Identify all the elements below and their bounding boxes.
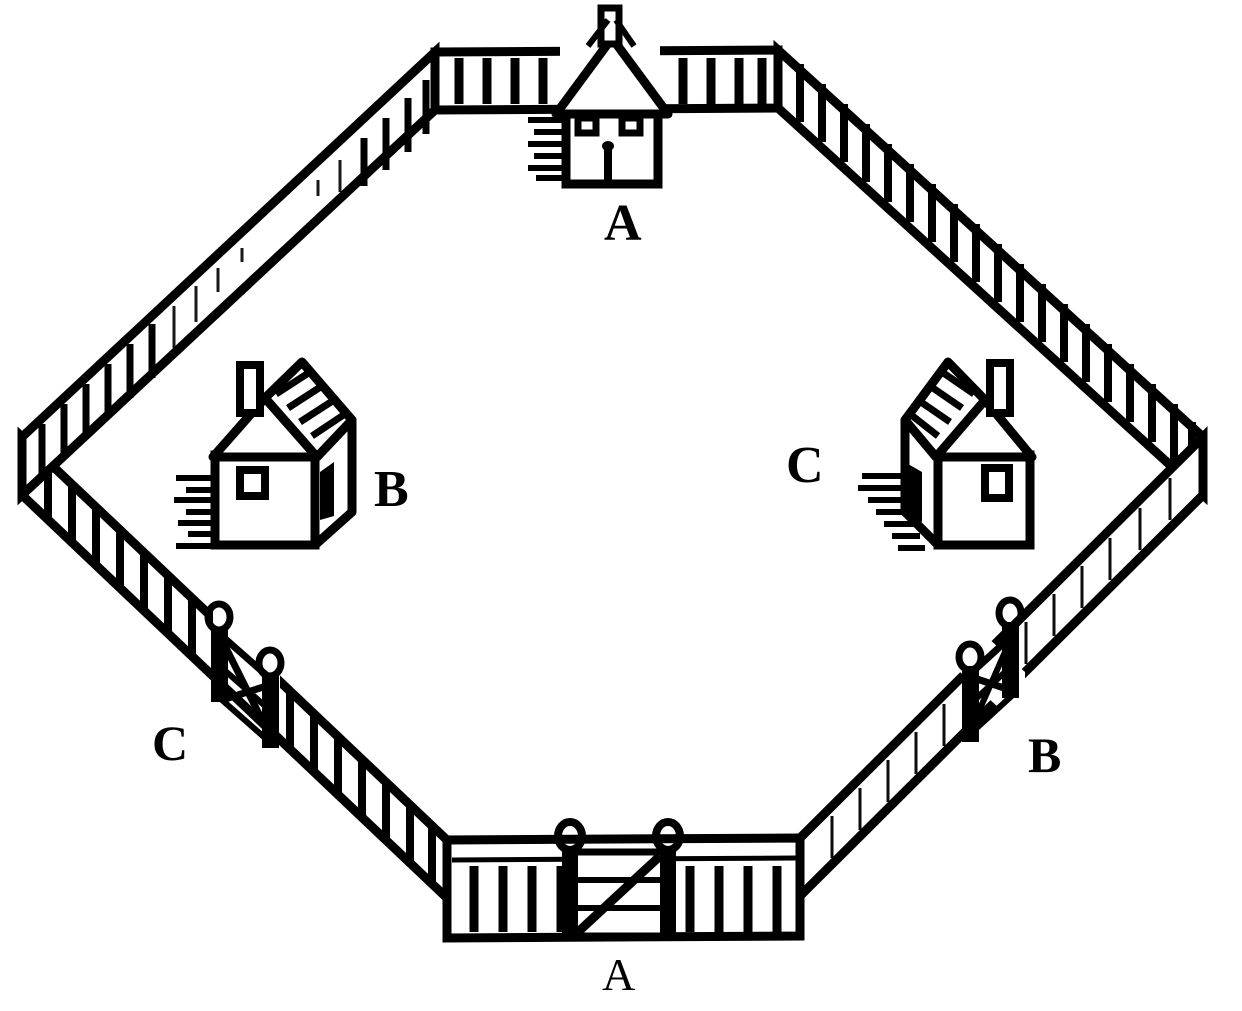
house-b	[174, 357, 357, 550]
label-house-c: C	[786, 437, 824, 494]
gate-b[interactable]	[955, 596, 1025, 742]
fence-run-upper-left	[17, 41, 440, 506]
gate-c[interactable]	[204, 600, 285, 748]
label-gate-c: C	[152, 715, 189, 771]
label-house-b: B	[374, 461, 409, 518]
house-c	[858, 357, 1037, 551]
label-gate-a: A	[602, 949, 636, 1000]
label-house-a: A	[604, 195, 642, 252]
house-a	[528, 4, 673, 189]
label-gate-b: B	[1028, 727, 1062, 783]
palisade-fence	[17, 39, 1208, 943]
gate-a[interactable]	[554, 818, 684, 940]
